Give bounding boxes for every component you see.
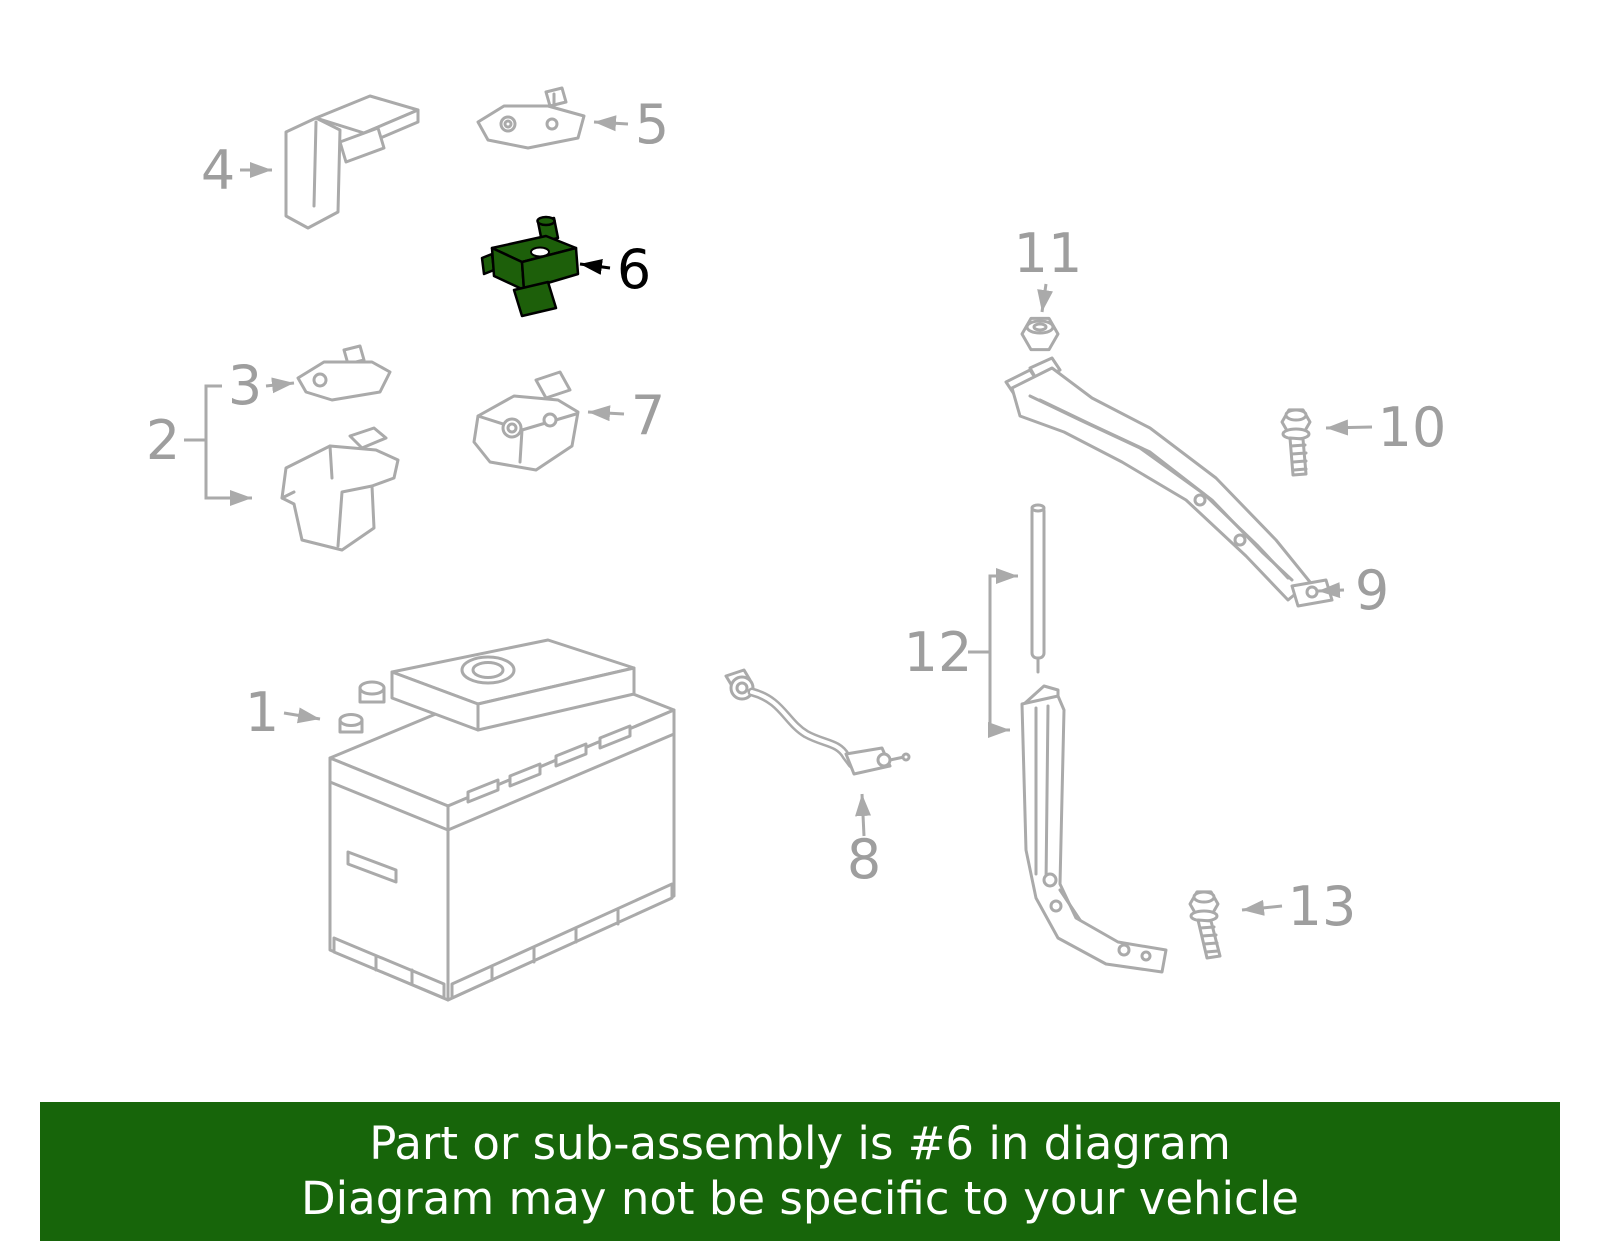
- callout-12-bracket-bottom: [988, 652, 1010, 738]
- callout-label-11: 11: [1014, 222, 1083, 285]
- part-7-illustration: [472, 370, 580, 472]
- callout-13-arrow: [1241, 899, 1283, 916]
- callout-label-12: 12: [904, 621, 973, 684]
- callout-label-7: 7: [631, 384, 665, 447]
- callout-label-1: 1: [245, 681, 279, 744]
- callout-label-10: 10: [1378, 396, 1447, 459]
- callout-label-4: 4: [201, 139, 235, 202]
- part-6-illustration-highlighted: [480, 215, 580, 318]
- part-1-illustration: [328, 638, 676, 1002]
- part-2-illustration: [280, 426, 400, 552]
- callout-5-arrow: [593, 115, 629, 132]
- callout-2-bracket-top: [184, 384, 222, 442]
- callout-labels: 1 2 3 4 5 6 7 8 9 10 11 12 13: [146, 93, 1447, 938]
- part-11-illustration: [1020, 316, 1060, 352]
- part-12-illustration: [1020, 503, 1168, 974]
- callout-6-arrow: [579, 258, 611, 275]
- callout-label-2: 2: [146, 409, 180, 472]
- info-banner: Part or sub-assembly is #6 in diagram Di…: [40, 1102, 1560, 1241]
- banner-line-2: Diagram may not be specific to your vehi…: [301, 1171, 1299, 1225]
- part-8-illustration: [724, 668, 911, 776]
- banner-line-1: Part or sub-assembly is #6 in diagram: [369, 1116, 1231, 1170]
- part-3-illustration: [296, 344, 392, 402]
- callout-label-6: 6: [617, 238, 651, 301]
- callout-label-5: 5: [635, 93, 669, 156]
- callout-2-bracket-bottom: [204, 440, 252, 506]
- callout-arrows: [184, 115, 1373, 916]
- part-13-illustration: [1188, 890, 1222, 960]
- callout-label-9: 9: [1355, 559, 1389, 622]
- callout-12-bracket-top: [968, 568, 1018, 654]
- callout-8-arrow: [855, 793, 872, 837]
- part-5-illustration: [476, 86, 586, 150]
- callout-1-arrow: [283, 707, 321, 724]
- callout-label-3: 3: [228, 354, 262, 417]
- part-9-illustration: [1004, 356, 1334, 608]
- part-10-illustration: [1280, 408, 1312, 477]
- callout-9-arrow: [1317, 582, 1345, 599]
- callout-label-13: 13: [1288, 875, 1357, 938]
- callout-10-arrow: [1325, 419, 1373, 436]
- part-4-illustration: [284, 94, 420, 230]
- callout-3-arrow: [265, 377, 295, 394]
- callout-7-arrow: [587, 405, 625, 422]
- callout-label-8: 8: [847, 828, 881, 891]
- callout-11-arrow: [1037, 283, 1054, 313]
